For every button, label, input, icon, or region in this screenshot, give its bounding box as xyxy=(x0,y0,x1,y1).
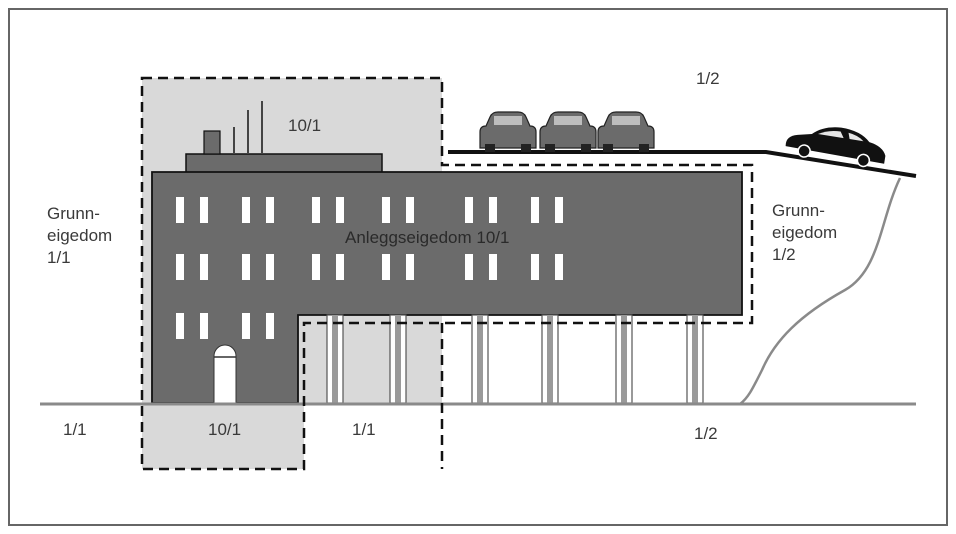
car-driving xyxy=(785,127,886,168)
roof-box xyxy=(185,153,383,175)
car-3 xyxy=(597,111,655,152)
label-ground-middle: 1/1 xyxy=(352,420,376,439)
label-left-property: Grunn- eigedom 1/1 xyxy=(47,203,112,269)
car-2 xyxy=(539,111,597,152)
right-property-line3: 1/2 xyxy=(772,245,796,264)
label-building-volume: 10/1 xyxy=(288,116,322,135)
right-property-line2: eigedom xyxy=(772,223,838,242)
label-building-name: Anleggseigedom 10/1 xyxy=(345,228,510,247)
left-property-line1: Grunn- xyxy=(47,204,100,223)
label-ground-left: 1/1 xyxy=(63,420,87,439)
label-ground-building: 10/1 xyxy=(208,420,242,439)
left-property-line2: eigedom xyxy=(47,226,113,245)
windows xyxy=(176,197,563,339)
chimney xyxy=(203,130,221,155)
label-ground-right: 1/2 xyxy=(694,424,718,443)
shaded-area-lower xyxy=(142,403,304,469)
label-top-right-volume: 1/2 xyxy=(696,69,720,88)
pillars xyxy=(326,314,704,404)
label-right-property: Grunn- eigedom 1/2 xyxy=(772,200,837,266)
left-property-line3: 1/1 xyxy=(47,248,71,267)
car-1 xyxy=(479,111,537,152)
right-property-line1: Grunn- xyxy=(772,201,825,220)
property-boundaries xyxy=(140,76,754,471)
hillside xyxy=(739,177,902,405)
building xyxy=(151,171,743,404)
door xyxy=(213,344,237,404)
